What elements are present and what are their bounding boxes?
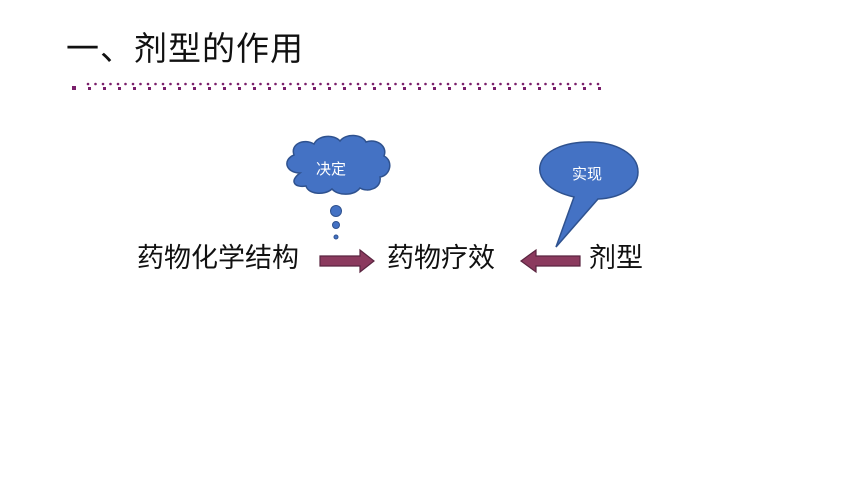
cloud-label: 决定 [316,160,347,178]
node-dosage-form: 剂型 [589,243,643,274]
dotted-divider [72,82,601,90]
arrow-left [519,248,581,274]
speech-bubble [539,141,639,248]
thought-cloud [286,134,391,240]
slide-title: 一、剂型的作用 [66,29,304,68]
node-drug-efficacy: 药物疗效 [387,243,495,274]
node-chemical-structure: 药物化学结构 [137,243,299,274]
arrow-right [319,248,375,274]
bubble-label: 实现 [572,165,603,183]
